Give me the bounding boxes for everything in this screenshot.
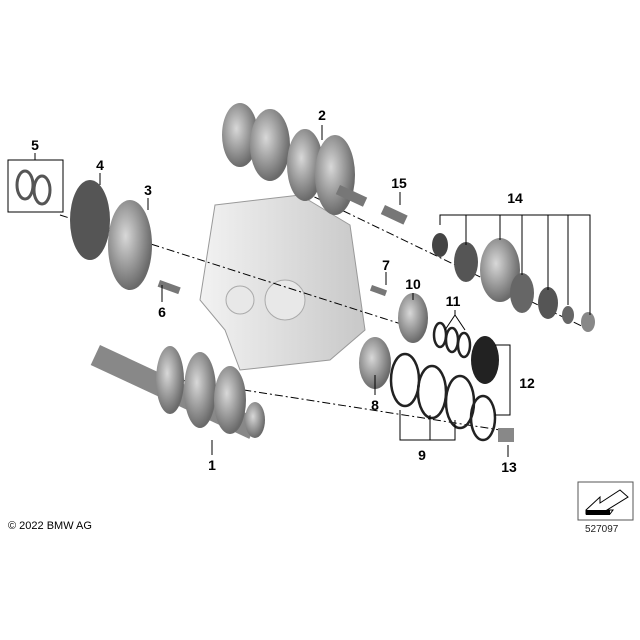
- label-9: 9: [418, 447, 426, 463]
- orientation-arrow-icon: [577, 481, 634, 521]
- bearing-10: [398, 293, 428, 343]
- label-15: 15: [391, 175, 407, 191]
- label-11: 11: [446, 293, 461, 309]
- bolt-15: [380, 204, 408, 225]
- main-shaft: [90, 345, 265, 439]
- bearing-8: [359, 337, 391, 389]
- plug-13: [498, 428, 514, 442]
- label-6: 6: [158, 304, 166, 320]
- label-12: 12: [519, 375, 535, 391]
- label-7: 7: [382, 257, 390, 273]
- cover-12: [471, 336, 499, 384]
- label-14: 14: [507, 190, 523, 206]
- label-3: 3: [144, 182, 152, 198]
- gear-3: [108, 200, 152, 290]
- bolt-7: [369, 285, 388, 297]
- label-1: 1: [208, 457, 216, 473]
- synchronizer-4: [70, 180, 110, 260]
- image-number: 527097: [585, 524, 619, 535]
- label-8: 8: [371, 397, 379, 413]
- label-13: 13: [501, 459, 517, 475]
- label-10: 10: [405, 276, 421, 292]
- part-14-stack: [432, 233, 595, 332]
- bolt-6: [157, 280, 181, 295]
- part-labels: 1 2 3 4 5 6 7 8 9 10 11 12 13 14 15: [31, 107, 535, 475]
- countershaft: [222, 103, 368, 215]
- label-4: 4: [96, 157, 104, 173]
- copyright-text: © 2022 BMW AG: [8, 520, 92, 532]
- label-2: 2: [318, 107, 326, 123]
- label-5: 5: [31, 137, 39, 153]
